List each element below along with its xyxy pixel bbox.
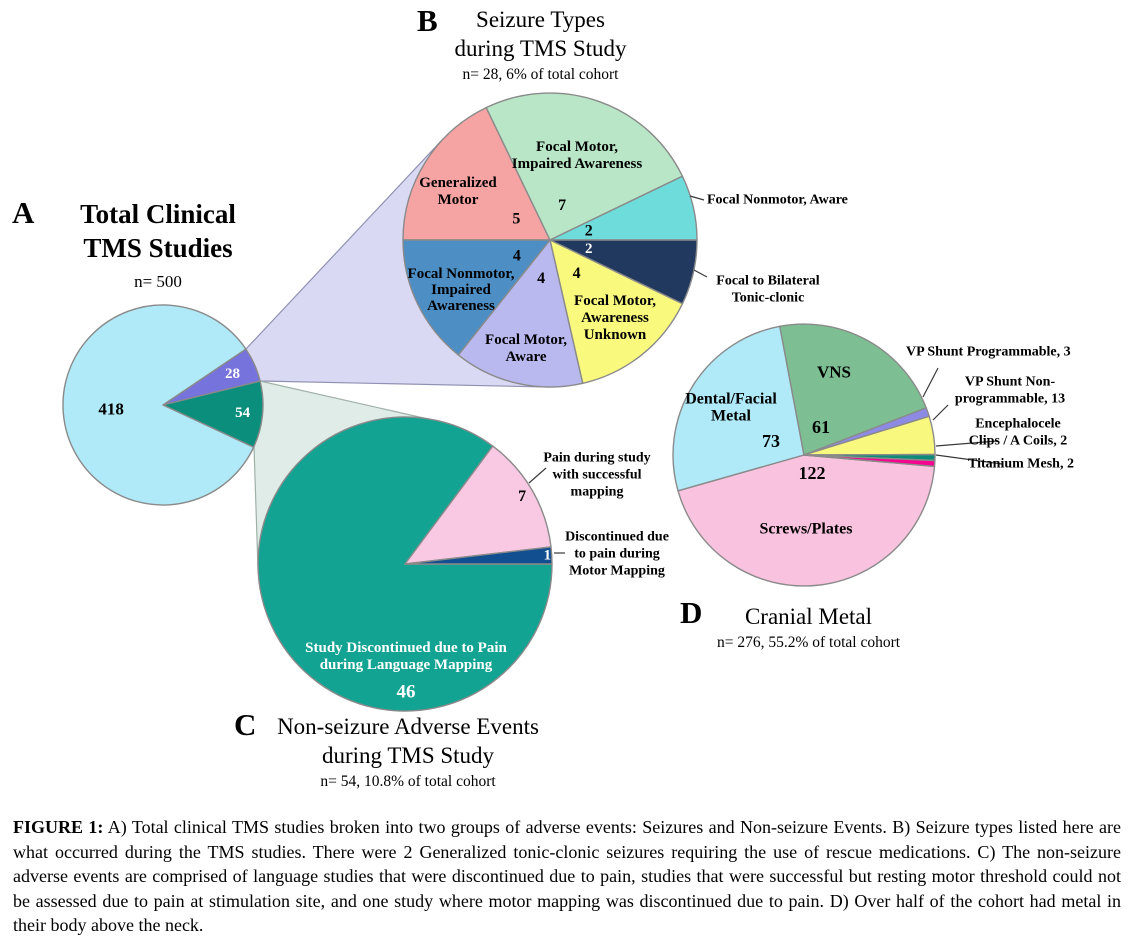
panel-c-title-line2: during TMS Study — [321, 742, 495, 768]
pie-B-inner-label-0: Generalized — [419, 175, 497, 191]
pie-D-outer-label-5: Clips / A Coils, 2 — [969, 434, 1067, 449]
pie-C-value-2: 1 — [544, 548, 552, 564]
pie-B-inner-label-6: Impaired — [431, 282, 491, 298]
pie-B-slice-0 — [402, 106, 551, 241]
pie-B-inner-label-4: Awareness — [581, 310, 649, 326]
pie-C-outer-label-2: to pain during — [574, 547, 660, 562]
panel-title-b: Seizure Types during TMS Study n= 28, 6%… — [428, 6, 653, 85]
panel-c-title-line1: Non-seizure Adverse Events — [277, 714, 539, 739]
pie-C-outer-label-1: Pain during study — [543, 451, 650, 466]
pie-C-outer-label-2: Discontinued due — [565, 530, 669, 545]
pie-C-slice-1 — [404, 445, 552, 565]
pie-B-inner-label-0: Motor — [438, 192, 479, 208]
panel-letter-d: D — [680, 595, 703, 630]
pie-B-inner-label-1: Impaired Awareness — [512, 156, 643, 172]
pie-C-slice-2 — [404, 546, 553, 565]
pie-B-inner-label-6: Awareness — [427, 298, 495, 314]
pie-B-outer-label-3: Tonic-clonic — [732, 291, 805, 306]
panel-a-title-line1: Total Clinical — [80, 199, 236, 229]
pie-B-inner-label-5: Aware — [505, 349, 546, 365]
pie-D-outer-label-3: VP Shunt Programmable, 3 — [906, 345, 1071, 360]
pie-D-outer-label-4: programmable, 13 — [955, 392, 1065, 407]
pie-C-outer-label-1: mapping — [571, 485, 624, 500]
pie-B-value-2: 2 — [585, 223, 593, 240]
pie-B-inner-label-4: Unknown — [584, 327, 647, 343]
panel-b-title-line1: Seizure Types — [476, 7, 605, 32]
pie-C-value-1: 7 — [518, 488, 526, 505]
pie-D-slice-1 — [672, 325, 805, 492]
leader-line-D-4 — [932, 404, 949, 421]
pie-C-inner-label-0: Study Discontinued due to Pain — [305, 640, 507, 656]
figure-caption-label: FIGURE 1: — [13, 817, 104, 837]
panel-c-subtitle: n= 54, 10.8% of total cohort — [320, 772, 496, 790]
pie-D-value-2: 61 — [812, 417, 830, 437]
pie-A-value-1: 54 — [235, 405, 251, 421]
pie-D-inner-label-0: Screws/Plates — [759, 521, 852, 538]
pie-B-value-3: 2 — [585, 241, 593, 257]
pie-D-inner-label-2: VNS — [817, 363, 851, 382]
pie-B-value-0: 5 — [512, 210, 520, 227]
pie-B-inner-label-5: Focal Motor, — [485, 332, 567, 348]
pie-B-value-1: 7 — [558, 197, 566, 214]
pie-B-inner-label-1: Focal Motor, — [536, 139, 618, 155]
pie-A-value-0: 28 — [225, 366, 240, 382]
figure-caption: FIGURE 1: A) Total clinical TMS studies … — [13, 815, 1121, 938]
pie-B-slice-1 — [485, 92, 684, 241]
pie-A-slice-2 — [62, 304, 255, 506]
pie-B-slice-4 — [549, 239, 684, 384]
panel-d-subtitle: n= 276, 55.2% of total cohort — [716, 633, 901, 651]
panel-d-title-line1: Cranial Metal — [744, 604, 873, 629]
pie-A-slice-1 — [162, 380, 264, 448]
pie-B-outer-label-2: Focal Nonmotor, Aware — [707, 193, 848, 208]
panel-letter-a: A — [12, 195, 35, 230]
panel-letter-c: C — [234, 707, 257, 742]
pie-D-slice-6 — [803, 454, 936, 468]
pie-B-outer-label-3: Focal to Bilateral — [716, 274, 820, 289]
pie-B-slice-6 — [402, 239, 551, 356]
pie-B-value-5: 4 — [537, 270, 545, 287]
pie-B-inner-label-4: Focal Motor, — [574, 293, 656, 309]
pie-B-slice-5 — [457, 239, 584, 388]
pie-D-outer-label-4: VP Shunt Non- — [965, 375, 1056, 390]
panel-a-title-line2: TMS Studies — [83, 232, 233, 263]
panel-title-c: Non-seizure Adverse Events during TMS St… — [268, 713, 548, 792]
leader-line-D-3 — [922, 367, 939, 398]
panel-title-a: Total Clinical TMS Studies n= 500 — [38, 198, 278, 292]
pie-B-inner-label-6: Focal Nonmotor, — [408, 266, 515, 282]
panel-title-d: Cranial Metal n= 276, 55.2% of total coh… — [696, 603, 921, 653]
pie-C-value-0: 46 — [397, 682, 416, 703]
pie-C-outer-label-1: with successful — [552, 468, 641, 483]
pie-D-slice-0 — [677, 454, 936, 587]
leader-line-B-2 — [689, 195, 705, 201]
pie-D-outer-label-6: Titanium Mesh, 2 — [968, 457, 1074, 472]
pie-D-inner-label-1: Dental/Facial — [685, 391, 777, 408]
pie-D-value-0: 122 — [799, 463, 826, 483]
pie-A-value-2: 418 — [98, 400, 124, 419]
pie-D-outer-label-5: Encephalocele — [975, 417, 1061, 432]
pie-D-value-1: 73 — [762, 431, 780, 451]
panel-a-subtitle: n= 500 — [134, 271, 182, 291]
pie-C-inner-label-0: during Language Mapping — [320, 657, 493, 673]
pie-D-inner-label-1: Metal — [711, 408, 752, 425]
pie-slices-layer — [62, 92, 936, 712]
panel-b-title-line2: during TMS Study — [454, 35, 627, 61]
panel-b-subtitle: n= 28, 6% of total cohort — [462, 65, 619, 83]
leader-line-B-3 — [693, 269, 708, 278]
figure-caption-text: A) Total clinical TMS studies broken int… — [13, 817, 1122, 936]
leader-line-D-6 — [935, 454, 1003, 465]
leader-line-C-1 — [528, 467, 547, 484]
panel-letter-b: B — [417, 3, 438, 38]
pie-C-outer-label-2: Motor Mapping — [569, 564, 665, 579]
pie-B-value-4: 4 — [573, 265, 581, 282]
pie-D-slice-2 — [779, 323, 927, 456]
pie-B-value-6: 4 — [513, 247, 521, 264]
leader-line-D-5 — [935, 440, 998, 447]
